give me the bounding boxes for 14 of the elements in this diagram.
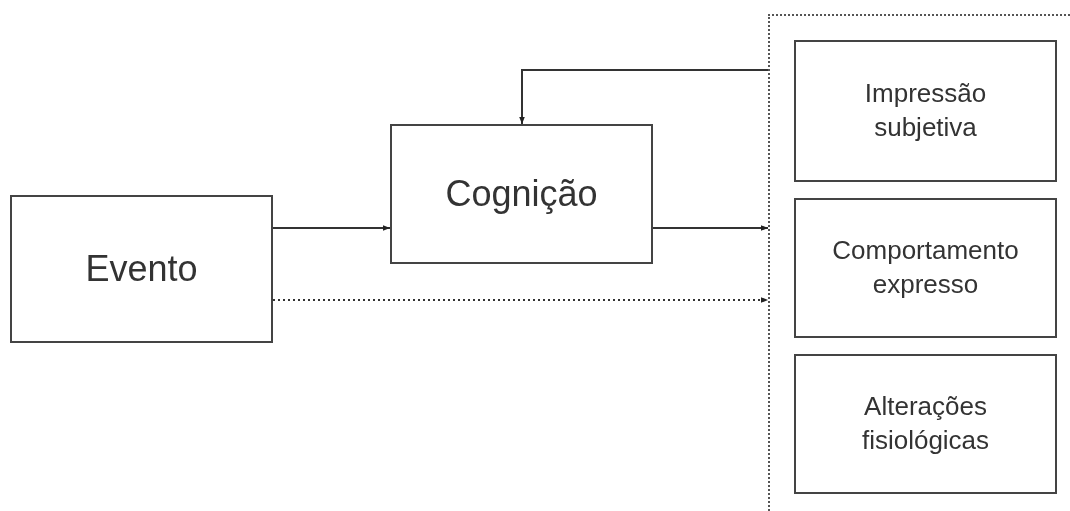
outcome-box: [794, 354, 1057, 494]
event-box: [10, 195, 273, 343]
box-label: Cognição: [444, 171, 599, 216]
arrow: [519, 69, 769, 125]
outcome-box: [794, 198, 1057, 338]
box-label: Alterações fisiológicas: [860, 390, 991, 457]
dotted-group-frame: [768, 14, 1070, 511]
box-label: Comportamento expresso: [831, 234, 1020, 301]
arrow: [272, 225, 391, 231]
process-box: [390, 124, 653, 264]
outcome-box: [794, 40, 1057, 182]
box-label: Evento: [84, 246, 199, 291]
box-label: Impressão subjetiva: [863, 77, 988, 144]
arrow: [652, 225, 769, 231]
